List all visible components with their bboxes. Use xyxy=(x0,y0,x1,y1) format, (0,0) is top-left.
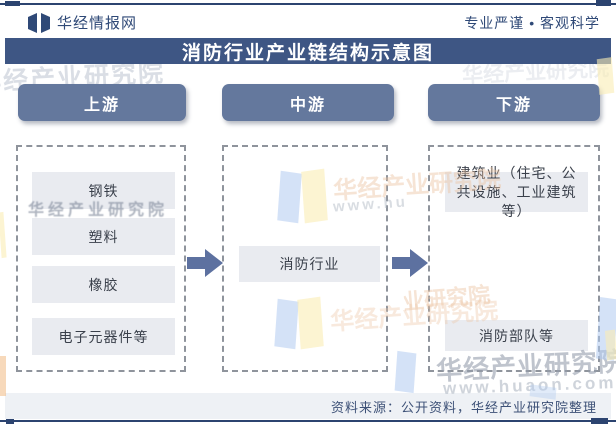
top-border-cap-right xyxy=(596,0,611,6)
source-note: 资料来源：公开资料，华经产业研究院整理 xyxy=(330,399,597,415)
title-bar: 消防行业产业链结构示意图 xyxy=(5,38,611,64)
watermark-fragment xyxy=(604,329,616,361)
downstream-item-construction: 建筑业（住宅、公共设施、工业建筑等） xyxy=(445,165,588,219)
upstream-item-steel: 钢铁 xyxy=(32,172,175,209)
midstream-column: 消防行业 xyxy=(222,145,388,372)
brand-tagline: 专业严谨 • 客观科学 xyxy=(464,15,600,31)
watermark-fragment xyxy=(0,356,6,396)
watermark-fragment xyxy=(394,350,417,394)
column-header-midstream: 中游 xyxy=(222,84,394,121)
source-bar: 资料来源：公开资料，华经产业研究院整理 xyxy=(5,393,611,419)
brand-name: 华经情报网 xyxy=(57,15,138,32)
downstream-column: 建筑业（住宅、公共设施、工业建筑等） 消防部队等 xyxy=(428,145,600,372)
watermark-fragment xyxy=(0,211,7,259)
bottom-border-line xyxy=(0,420,616,422)
column-header-upstream: 上游 xyxy=(18,84,186,121)
downstream-item-fire-brigade: 消防部队等 xyxy=(445,320,588,351)
bottom-border-cap-right xyxy=(591,418,608,424)
bottom-border-cap-left xyxy=(6,419,14,424)
arrow-upstream-to-midstream xyxy=(187,249,223,277)
upstream-item-electronics: 电子元器件等 xyxy=(32,318,175,355)
top-border-line xyxy=(0,3,616,5)
arrow-midstream-to-downstream xyxy=(392,249,428,277)
page-title: 消防行业产业链结构示意图 xyxy=(181,42,434,64)
huajing-logo-icon xyxy=(28,12,50,33)
midstream-item-fire-industry: 消防行业 xyxy=(239,246,380,282)
upstream-column: 钢铁 塑料 橡胶 电子元器件等 xyxy=(16,145,186,372)
upstream-item-plastic: 塑料 xyxy=(32,218,175,255)
top-border-cap-left xyxy=(5,1,20,6)
brand-row: 华经情报网 专业严谨 • 客观科学 xyxy=(0,8,616,36)
column-header-downstream: 下游 xyxy=(428,84,600,121)
brand-logo-group: 华经情报网 xyxy=(28,12,137,33)
upstream-item-rubber: 橡胶 xyxy=(32,266,175,303)
